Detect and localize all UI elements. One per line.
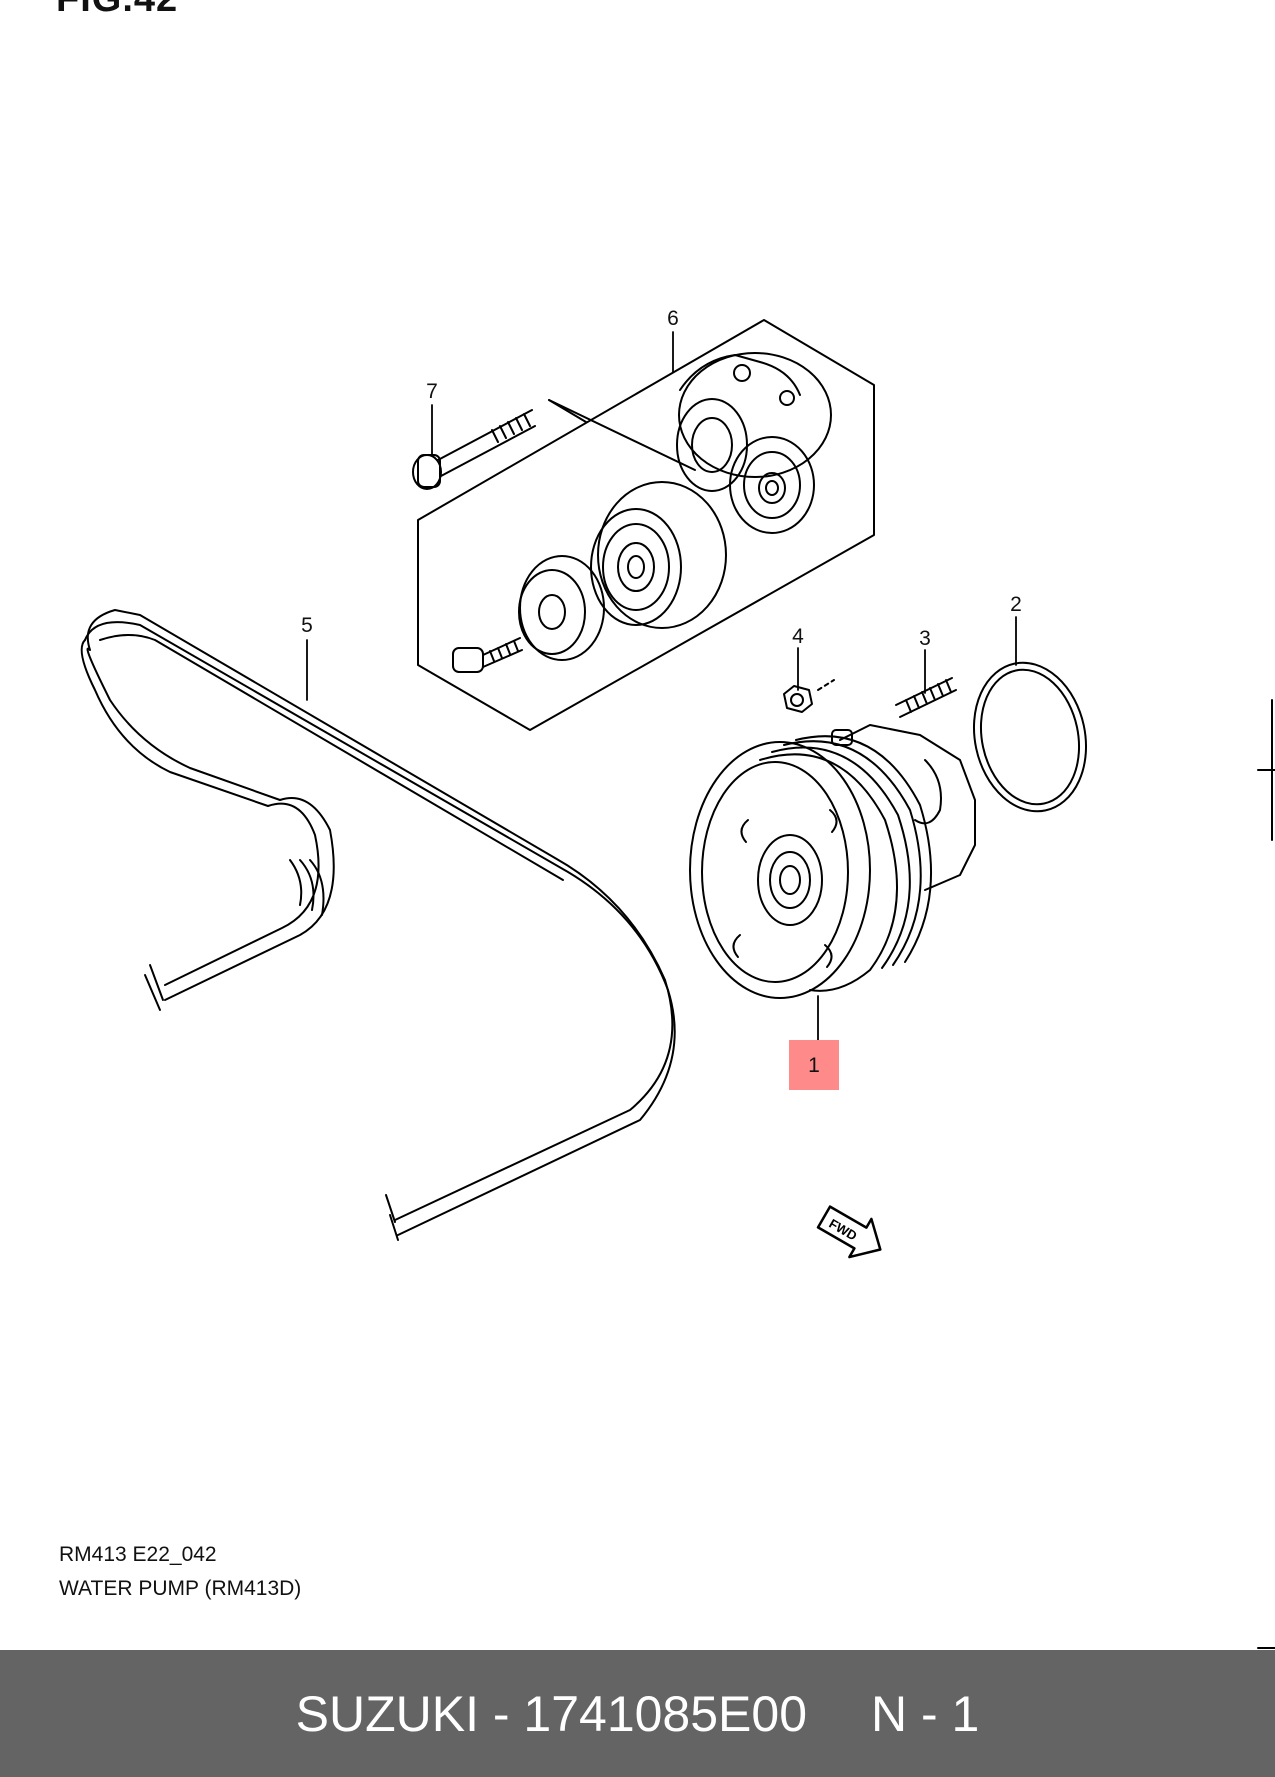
callout-7: 7 xyxy=(426,380,438,403)
callout-3: 3 xyxy=(919,627,931,650)
water-pump xyxy=(689,724,976,999)
bolt-7 xyxy=(412,409,536,490)
callout-5: 5 xyxy=(301,614,313,637)
pulley-bolt xyxy=(452,637,523,673)
footer-brand-part-number: SUZUKI - 1741085E00 xyxy=(295,1685,808,1742)
diagram-code: RM413 E22_042 xyxy=(59,1543,217,1566)
stud-3 xyxy=(895,677,957,718)
callout-1-highlighted[interactable]: 1 xyxy=(789,1040,839,1090)
parts-diagram: FWD xyxy=(80,319,1275,1649)
callout-4: 4 xyxy=(792,625,804,648)
edge-marks xyxy=(1257,699,1275,1649)
pulley-washer xyxy=(518,555,605,661)
diagram-title: WATER PUMP (RM413D) xyxy=(59,1577,302,1600)
idler-pulley xyxy=(590,481,727,629)
gasket-2 xyxy=(972,661,1088,813)
tensioner-assembly-box xyxy=(417,319,875,731)
figure-title: FIG.42 xyxy=(56,0,178,21)
leader-lines xyxy=(306,331,1017,1041)
callout-2: 2 xyxy=(1010,593,1022,616)
tensioner-bracket xyxy=(676,352,832,492)
fwd-arrow-icon: FWD xyxy=(816,1205,882,1259)
v-ribbed-belt xyxy=(80,609,676,1241)
footer-bar: SUZUKI - 1741085E00 N - 1 xyxy=(0,1650,1275,1777)
footer-quantity: N - 1 xyxy=(871,1685,980,1742)
tensioner-pulley xyxy=(729,436,815,534)
callout-6: 6 xyxy=(667,307,679,330)
nut-4 xyxy=(783,679,835,713)
